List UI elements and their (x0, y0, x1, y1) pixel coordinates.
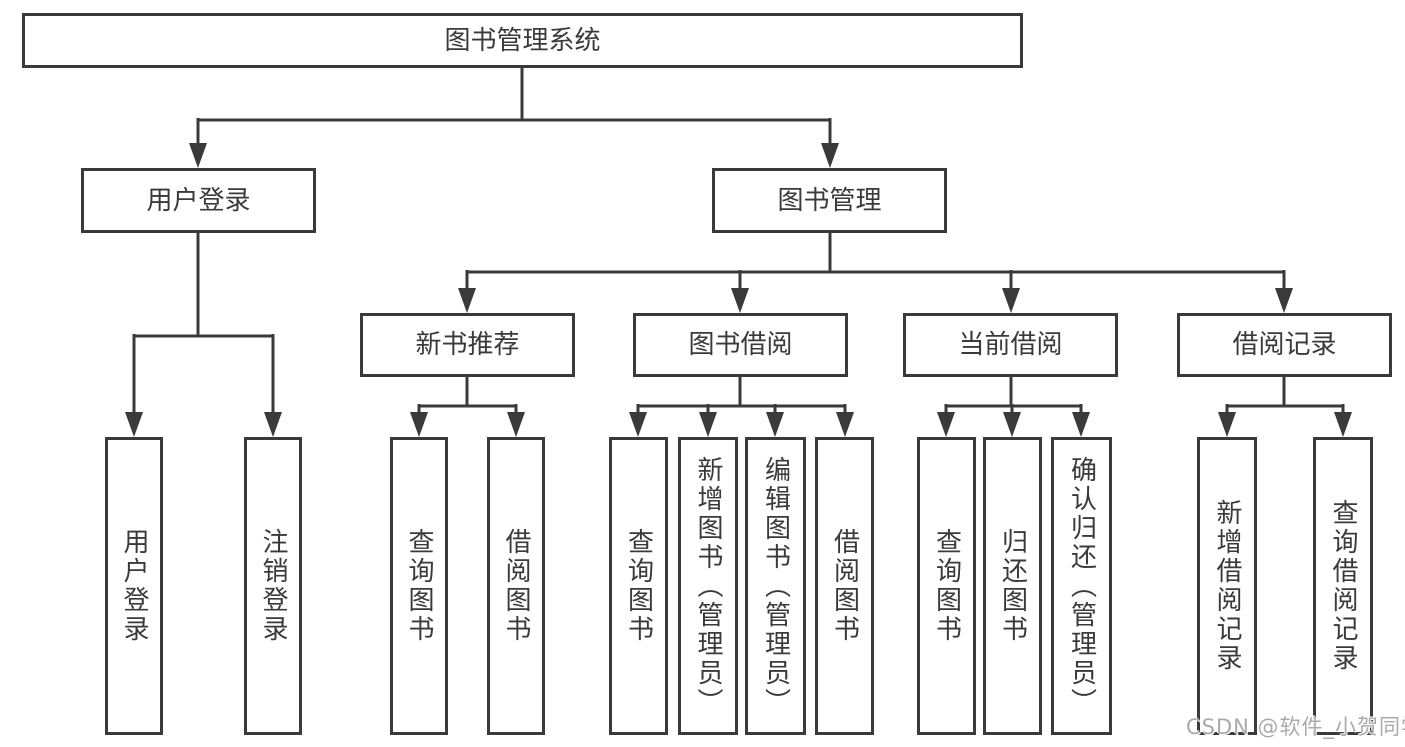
connectors-group (125, 67, 1352, 437)
node-borrow-records: 借阅记录 (1177, 313, 1392, 377)
node-bb-edit-books-admin: 编辑图书（管理员） (745, 437, 806, 735)
node-user-login-action: 用户登录 (105, 437, 163, 735)
node-user-login: 用户登录 (81, 168, 316, 233)
node-cb-confirm-return-admin: 确认归还（管理员） (1051, 437, 1112, 735)
node-book-management: 图书管理 (712, 168, 947, 233)
node-nbr-borrow-books: 借阅图书 (487, 437, 545, 735)
node-cb-query-books: 查询图书 (917, 437, 976, 735)
node-book-borrow: 图书借阅 (633, 313, 848, 377)
node-library-system: 图书管理系统 (22, 13, 1023, 68)
node-bb-query-books: 查询图书 (609, 437, 668, 735)
node-bb-borrow-books: 借阅图书 (815, 437, 874, 735)
csdn-watermark: CSDN @软件_小贺同学 (1186, 715, 1405, 739)
node-cb-return-books: 归还图书 (983, 437, 1042, 735)
node-logout-action: 注销登录 (244, 437, 302, 735)
node-bb-add-books-admin: 新增图书（管理员） (678, 437, 738, 735)
node-current-borrow: 当前借阅 (903, 313, 1118, 377)
node-br-query-record: 查询借阅记录 (1313, 437, 1373, 735)
node-new-book-recommend: 新书推荐 (360, 313, 575, 377)
node-nbr-query-books: 查询图书 (390, 437, 448, 735)
node-br-add-record: 新增借阅记录 (1197, 437, 1257, 735)
